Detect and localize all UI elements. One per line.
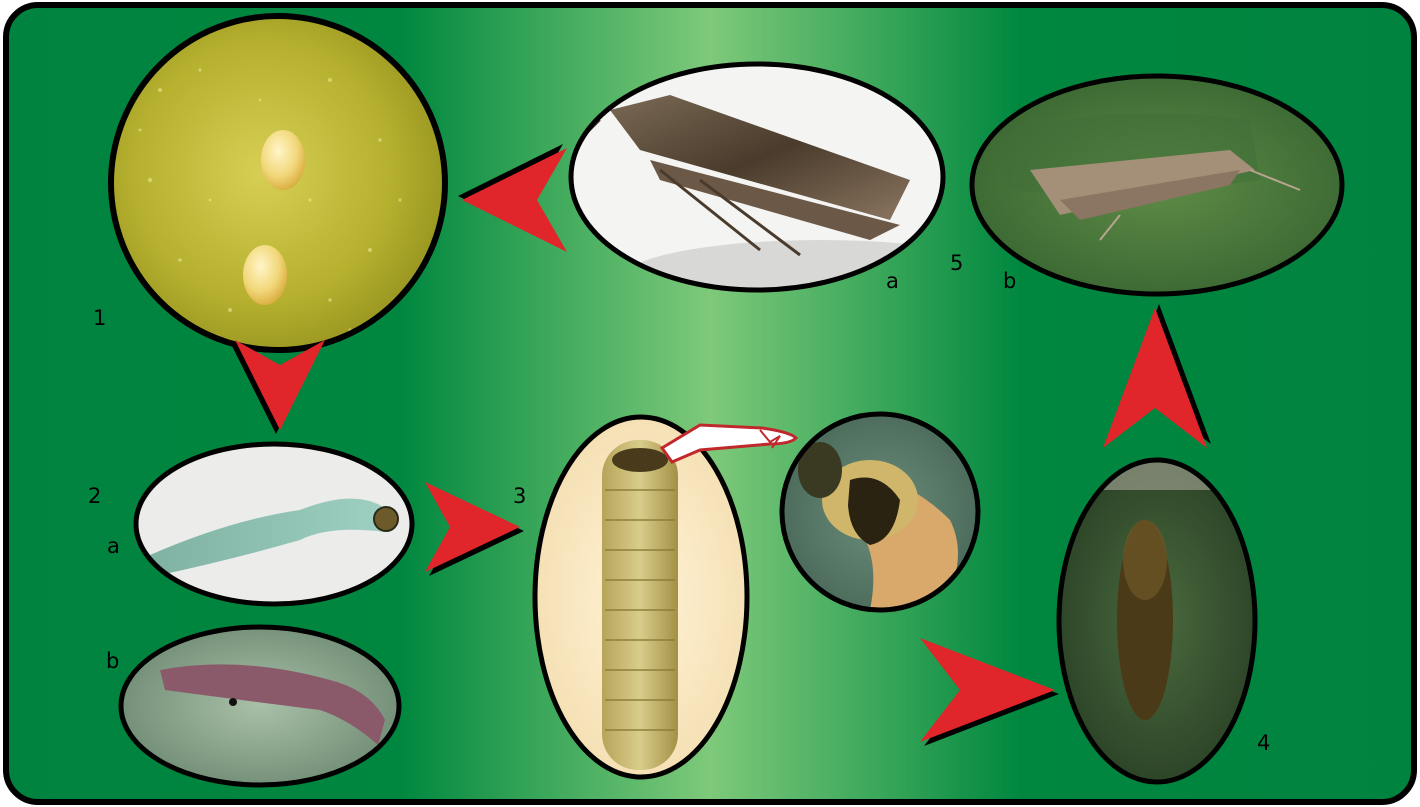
- label-stage-1: 1: [93, 306, 106, 330]
- label-adult-a: a: [886, 269, 899, 293]
- label-stage-3: 3: [513, 484, 526, 508]
- label-larva-a: a: [107, 534, 120, 558]
- label-stage-5: 5: [950, 251, 963, 275]
- label-stage-2: 2: [88, 484, 101, 508]
- label-stage-4: 4: [1257, 731, 1270, 755]
- label-adult-b: b: [1003, 269, 1016, 293]
- label-larva-b: b: [106, 649, 119, 673]
